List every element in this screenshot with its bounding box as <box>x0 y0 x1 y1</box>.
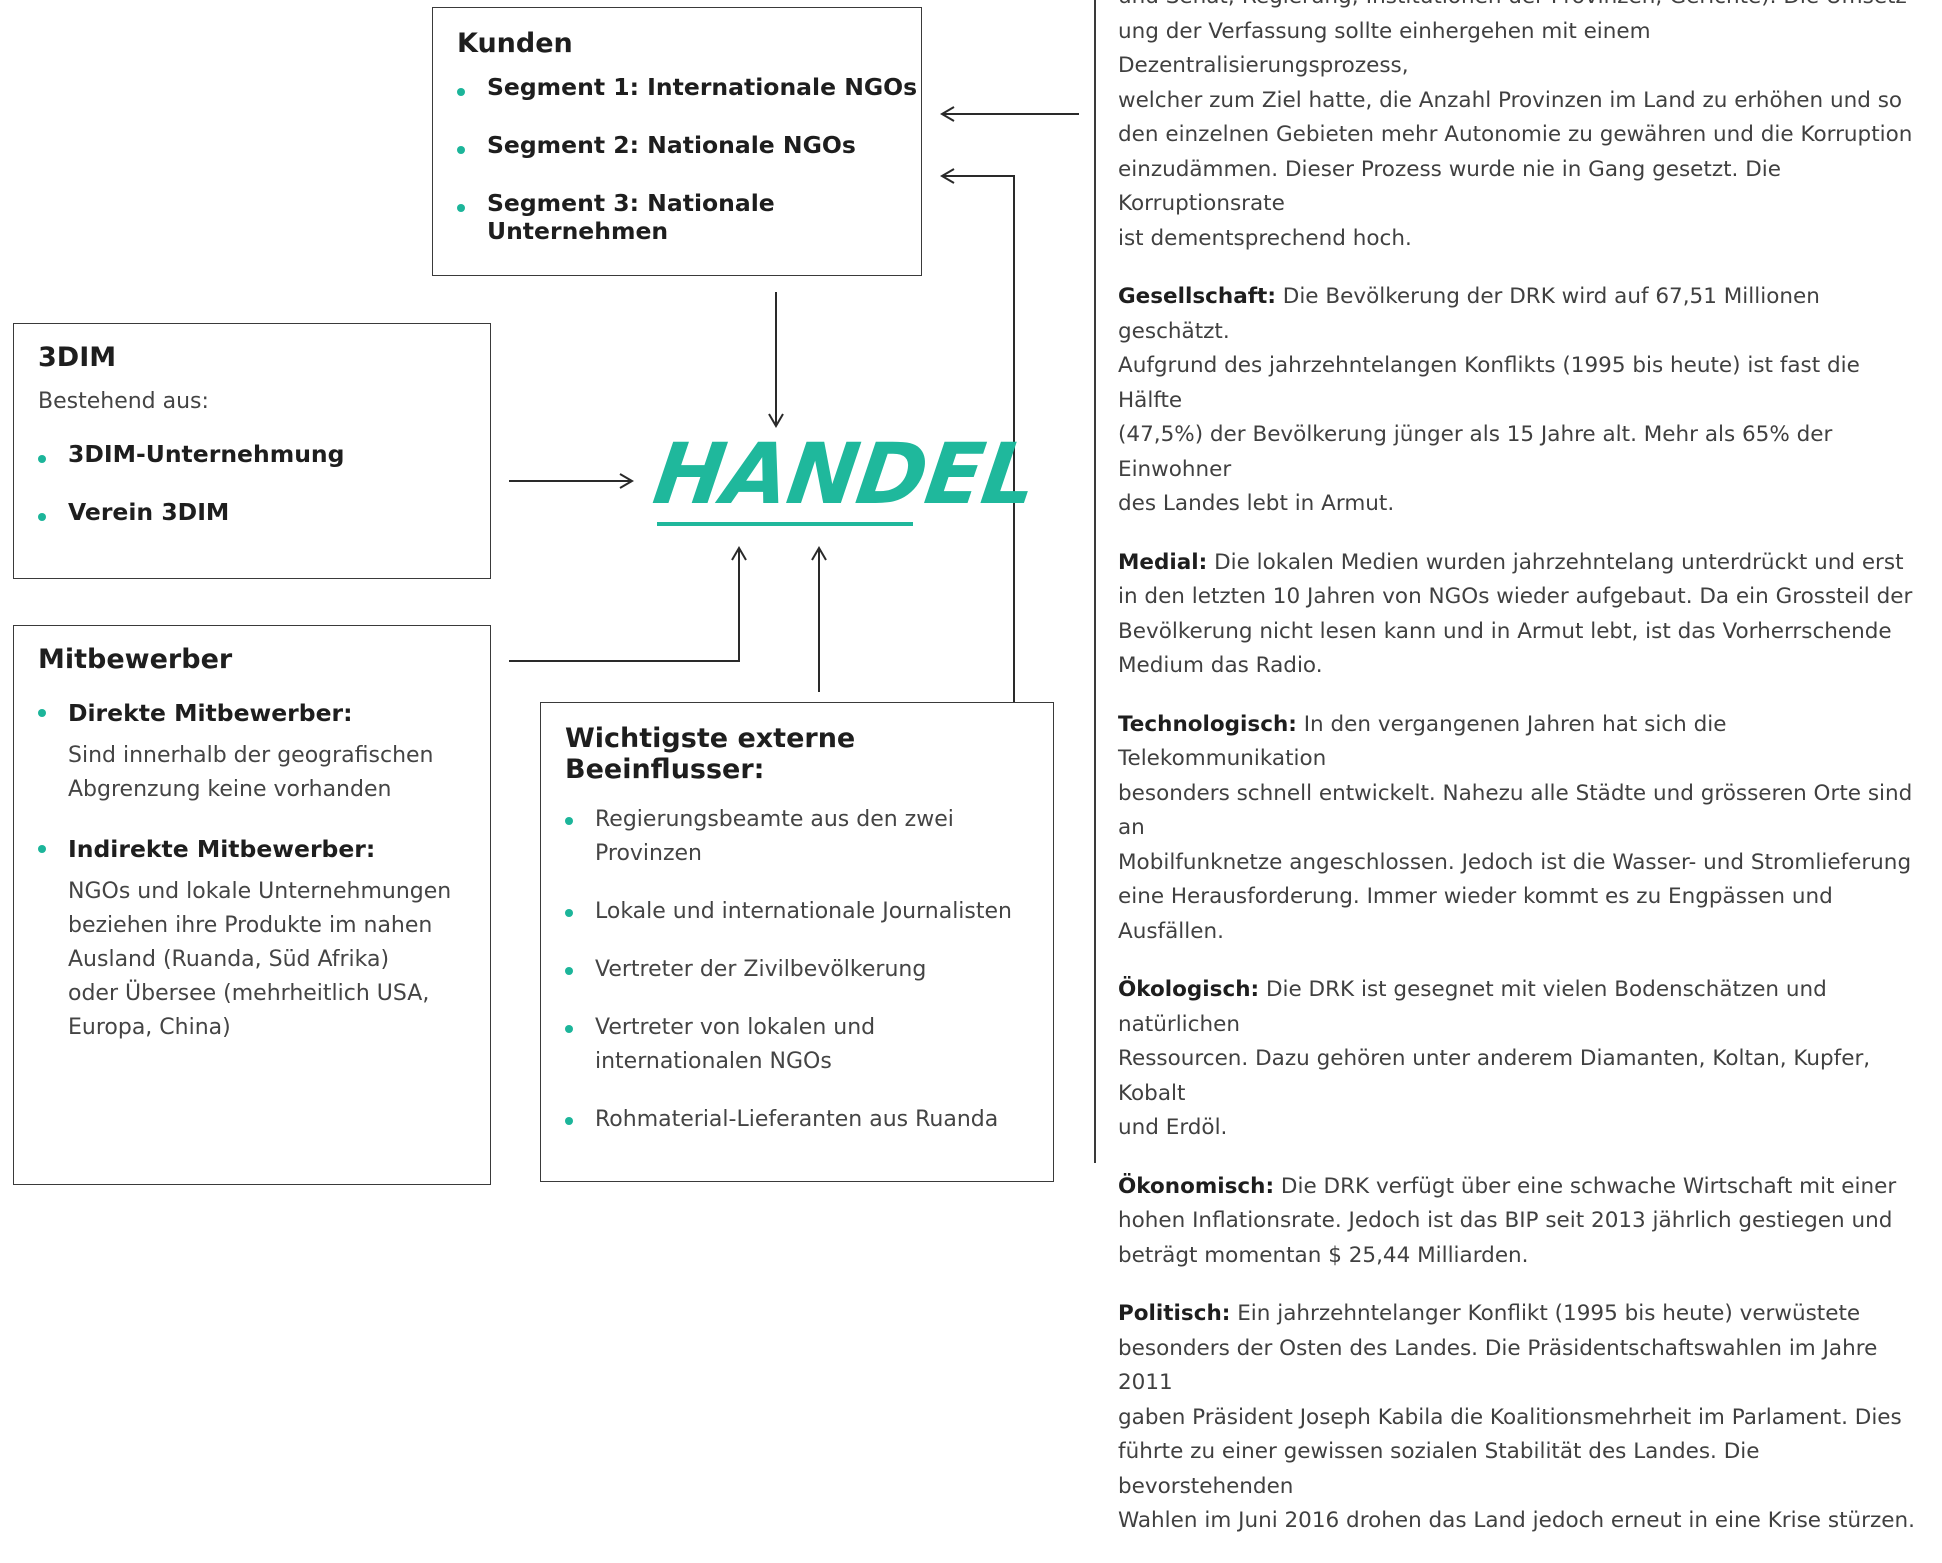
text-line: Ein jahrzehntelanger Konflikt (1995 bis … <box>1237 1301 1861 1326</box>
text-line: Die lokalen Medien wurden jahrzehntelang… <box>1214 549 1904 575</box>
mitbewerber-list: Direkte Mitbewerber: Sind innerhalb der … <box>38 699 490 1045</box>
text-line: Wahlen im Juni 2016 drohen das Land jedo… <box>1118 1508 1915 1533</box>
3dim-subtitle: Bestehend aus: <box>38 389 209 414</box>
list-item: Regierungsbeamte aus den zwei Provinzen <box>565 803 1053 871</box>
pest-paragraph-oekologisch: Ökologisch: Die DRK ist gesegnet mit vie… <box>1118 973 1926 1146</box>
text-line: eine Herausforderung. Immer wieder kommt… <box>1118 884 1833 944</box>
arrow-mitbewerber-to-handel <box>509 546 747 662</box>
beeinflusser-box: Wichtigste externe Beeinflusser: Regieru… <box>540 702 1054 1182</box>
text-line: ung der Verfassung sollte einhergehen mi… <box>1118 18 1651 79</box>
indirekte-text: NGOs und lokale Unternehmungen beziehen … <box>68 875 490 1045</box>
list-item: Lokale und internationale Journalisten <box>565 895 1053 929</box>
mitbewerber-box: Mitbewerber Direkte Mitbewerber: Sind in… <box>13 625 491 1185</box>
text-line: beträgt momentan $ 25,44 Milliarden. <box>1118 1242 1529 1268</box>
text-line: (47,5%) der Bevölkerung jünger als 15 Ja… <box>1118 422 1833 482</box>
connector-arrows <box>509 106 1079 720</box>
text-line: NGOs und lokale Unternehmungen <box>68 879 452 904</box>
pest-label: Medial: <box>1118 549 1208 575</box>
text-line: ist dementsprechend hoch. <box>1118 225 1412 251</box>
list-item: Verein 3DIM <box>38 498 490 556</box>
text-line: führte zu einer gewissen sozialen Stabil… <box>1118 1439 1760 1499</box>
text-line: Mobilfunknetze angeschlossen. Jedoch ist… <box>1118 849 1912 875</box>
handel-underline <box>657 522 913 526</box>
list-item: Segment 3: Nationale Unternehmen <box>457 189 921 247</box>
pest-paragraph-technologisch: Technologisch: In den vergangenen Jahren… <box>1118 708 1926 950</box>
text-line: Ressourcen. Dazu gehören unter anderem D… <box>1118 1046 1871 1106</box>
handel-label: HANDEL <box>648 425 1043 523</box>
text-line: beziehen ihre Produkte im nahen <box>68 913 433 938</box>
pest-paragraph-politisch: Politisch: Ein jahrzehntelanger Konflikt… <box>1118 1297 1926 1539</box>
text-line: und Erdöl. <box>1118 1115 1228 1140</box>
list-item: Vertreter der Zivilbevölkerung <box>565 953 1053 987</box>
text-line: Die DRK ist gesegnet mit vielen Bodensch… <box>1118 977 1827 1037</box>
text-line: besonders der Osten des Landes. Die Präs… <box>1118 1335 1878 1396</box>
list-item: 3DIM-Unternehmung <box>38 440 490 498</box>
list-item: Indirekte Mitbewerber: NGOs und lokale U… <box>38 835 490 1045</box>
text-line: gaben Präsident Joseph Kabila die Koalit… <box>1118 1404 1902 1430</box>
arrow-beeinflusser-to-kunden <box>940 168 1015 720</box>
text-line: und Senat; Regierung; Institutionen der … <box>1118 0 1915 9</box>
text-line: Die DRK verfügt über eine schwache Wirts… <box>1280 1173 1897 1199</box>
pest-paragraph-oekonomisch: Ökonomisch: Die DRK verfügt über eine sc… <box>1118 1170 1926 1274</box>
pest-paragraph-gesellschaft: Gesellschaft: Die Bevölkerung der DRK wi… <box>1118 280 1926 522</box>
text-line: internationalen NGOs <box>595 1049 832 1074</box>
text-line: oder Übersee (mehrheitlich USA, <box>68 981 430 1006</box>
kunden-list: Segment 1: Internationale NGOs Segment 2… <box>457 73 921 247</box>
text-line: Medium das Radio. <box>1118 653 1323 678</box>
text-line: besonders schnell entwickelt. Nahezu all… <box>1118 780 1913 841</box>
beeinflusser-list: Regierungsbeamte aus den zwei Provinzen … <box>565 803 1053 1137</box>
direkte-text: Sind innerhalb der geografischen Abgrenz… <box>68 739 490 807</box>
indirekte-label: Indirekte Mitbewerber: <box>68 835 376 863</box>
text-line: des Landes lebt in Armut. <box>1118 491 1395 516</box>
list-item: Vertreter von lokalen und internationale… <box>565 1011 1053 1079</box>
pest-label: Ökonomisch: <box>1118 1173 1275 1199</box>
text-line: Abgrenzung keine vorhanden <box>68 777 392 802</box>
kunden-box: Kunden Segment 1: Internationale NGOs Se… <box>432 7 922 276</box>
text-line: In den vergangenen Jahren hat sich die T… <box>1118 711 1727 772</box>
pest-label: Technologisch: <box>1118 711 1297 737</box>
text-line: Sind innerhalb der geografischen <box>68 743 434 768</box>
text-line: Bevölkerung nicht lesen kann und in Armu… <box>1118 618 1892 644</box>
text-line: Europa, China) <box>68 1015 231 1040</box>
text-line: Die Bevölkerung der DRK wird auf 67,51 M… <box>1118 284 1820 344</box>
text-line: den einzelnen Gebieten mehr Autonomie zu… <box>1118 122 1913 147</box>
pest-analysis: und Senat; Regierung; Institutionen der … <box>1118 0 1926 1563</box>
text-line: in den letzten 10 Jahren von NGOs wieder… <box>1118 584 1913 609</box>
beeinflusser-title: Wichtigste externe Beeinflusser: <box>565 723 856 785</box>
list-item: Rohmaterial-Lieferanten aus Ruanda <box>565 1103 1053 1137</box>
text-line: Aufgrund des jahrzehntelangen Konflikts … <box>1118 353 1860 413</box>
text-line: einzudämmen. Dieser Prozess wurde nie in… <box>1118 156 1781 217</box>
list-item: Segment 2: Nationale NGOs <box>457 131 921 189</box>
kunden-title: Kunden <box>457 28 573 59</box>
pest-label: Politisch: <box>1118 1301 1231 1326</box>
column-divider <box>1094 0 1096 1163</box>
3dim-list: 3DIM-Unternehmung Verein 3DIM <box>38 440 490 556</box>
list-item: Segment 1: Internationale NGOs <box>457 73 921 131</box>
3dim-box: 3DIM Bestehend aus: 3DIM-Unternehmung Ve… <box>13 323 491 579</box>
list-item: Direkte Mitbewerber: Sind innerhalb der … <box>38 699 490 807</box>
text-line: hohen Inflationsrate. Jedoch ist das BIP… <box>1118 1208 1893 1233</box>
pest-paragraph-medial: Medial: Die lokalen Medien wurden jahrze… <box>1118 546 1926 684</box>
3dim-title: 3DIM <box>38 342 117 373</box>
pest-paragraph-politik-cont: und Senat; Regierung; Institutionen der … <box>1118 0 1926 256</box>
pest-label: Ökologisch: <box>1118 977 1260 1002</box>
text-line: welcher zum Ziel hatte, die Anzahl Provi… <box>1118 87 1903 113</box>
text-line: Ausland (Ruanda, Süd Afrika) <box>68 947 390 972</box>
pest-label: Gesellschaft: <box>1118 284 1276 309</box>
mitbewerber-title: Mitbewerber <box>38 644 233 675</box>
text-line: Vertreter von lokalen und <box>595 1015 876 1040</box>
direkte-label: Direkte Mitbewerber: <box>68 699 353 727</box>
